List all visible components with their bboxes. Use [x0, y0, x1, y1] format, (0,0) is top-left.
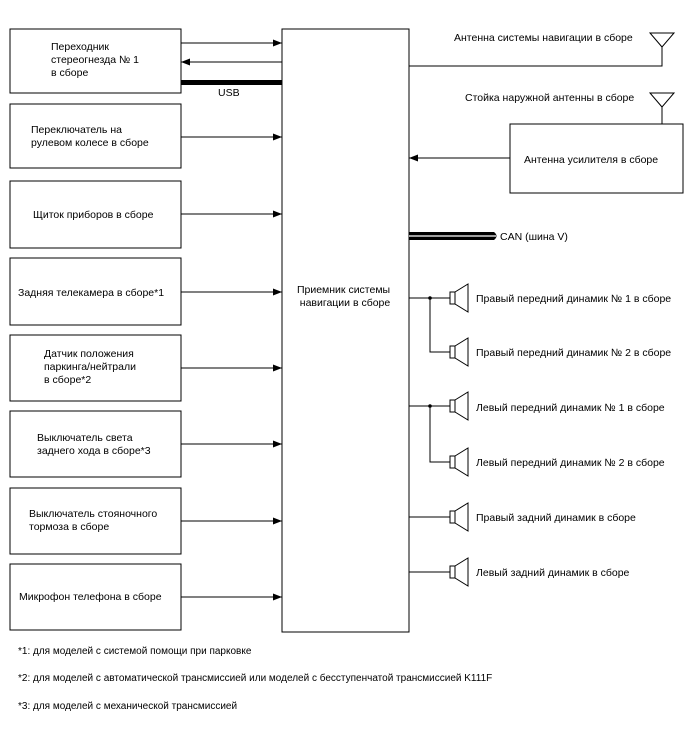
footnote: *3: для моделей с механической трансмисс… [18, 701, 237, 712]
speaker-label: Правый передний динамик № 2 в сборе [476, 347, 671, 359]
footnote: *1: для моделей с системой помощи при па… [18, 646, 252, 657]
speaker-icon [449, 283, 469, 313]
navigation-antenna-label: Антенна системы навигации в сборе [454, 32, 633, 44]
outer-antenna: Стойка наружной антенны в сборе [465, 92, 676, 124]
navigation-antenna: Антенна системы навигации в сборе [409, 32, 676, 67]
svg-text:Задняя телекамера в сборе*1: Задняя телекамера в сборе*1 [18, 287, 164, 299]
can-bus: CAN (шина V) [409, 231, 568, 243]
speaker-label: Левый задний динамик в сборе [476, 567, 630, 579]
usb-bus: USB [181, 80, 282, 99]
speaker-label: Левый передний динамик № 2 в сборе [476, 457, 665, 469]
navigation-receiver-box [281, 28, 410, 633]
antenna-amplifier: Антенна усилителя в сборе [409, 123, 684, 194]
speaker-icon [449, 337, 469, 367]
component-phone-microphone: Микрофон телефона в сборе [9, 563, 182, 631]
speaker-label: Левый передний динамик № 1 в сборе [476, 402, 665, 414]
svg-text:Щиток приборов в сборе: Щиток приборов в сборе [33, 209, 154, 221]
left-arrows [181, 39, 282, 601]
speaker-icon [449, 557, 469, 587]
speaker-icon [449, 447, 469, 477]
speaker-icon [449, 391, 469, 421]
speaker-label: Правый задний динамик в сборе [476, 512, 636, 524]
antenna-amplifier-label: Антенна усилителя в сборе [524, 154, 658, 166]
component-rear-camera: Задняя телекамера в сборе*1 [9, 257, 182, 326]
speaker-label: Правый передний динамик № 1 в сборе [476, 293, 671, 305]
navigation-receiver-label: Приемник системы навигации в сборе [297, 284, 393, 309]
usb-label: USB [218, 87, 240, 99]
speaker-icon [449, 502, 469, 532]
footnote: *2: для моделей с автоматической трансми… [18, 672, 492, 684]
speaker-wiring [409, 296, 450, 573]
svg-text:Микрофон телефона в сборе: Микрофон телефона в сборе [19, 591, 162, 603]
outer-antenna-label: Стойка наружной антенны в сборе [465, 92, 634, 104]
can-bus-label: CAN (шина V) [500, 231, 568, 243]
component-instrument-cluster: Щиток приборов в сборе [9, 180, 182, 249]
